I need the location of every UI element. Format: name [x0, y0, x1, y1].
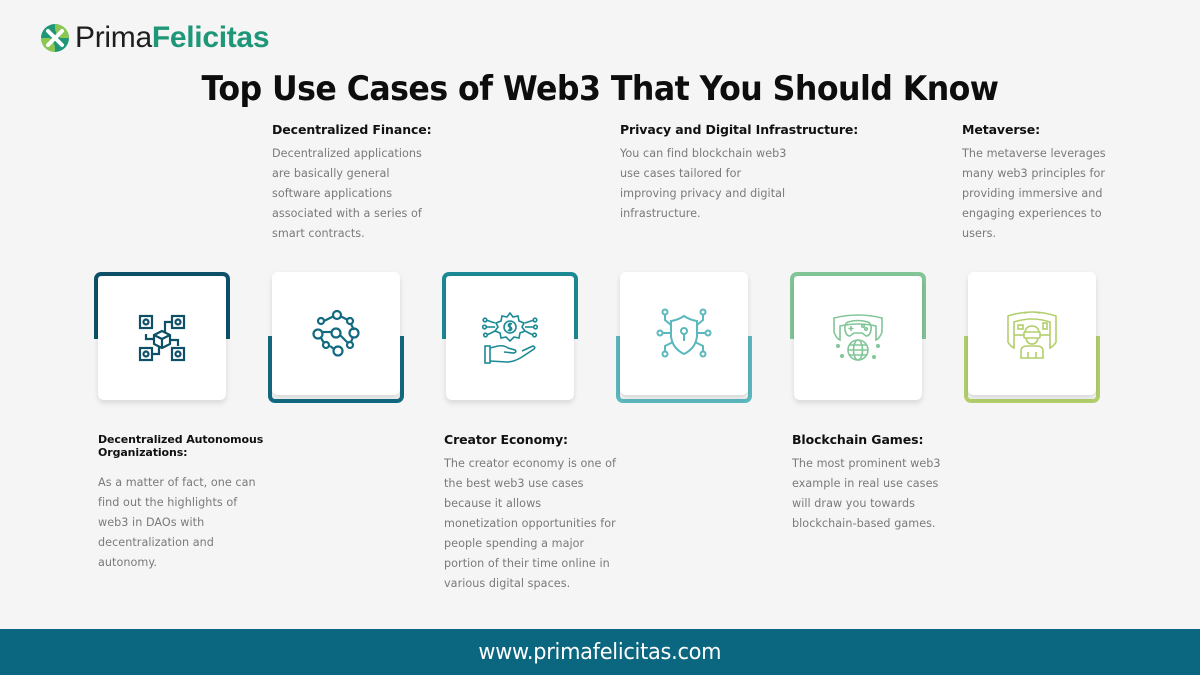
use-case-description: Decentralized applications are basically… [272, 147, 422, 240]
use-case-card-dao [94, 272, 230, 403]
use-case-heading: Blockchain Games: [792, 432, 924, 447]
vr-headset-person-icon [1007, 310, 1057, 359]
card-accent-frame [964, 336, 1100, 403]
use-case-description: The metaverse leverages many web3 princi… [962, 147, 1106, 240]
use-case-card-games [790, 272, 926, 403]
use-case-description: The creator economy is one of the best w… [444, 457, 616, 590]
use-case-heading: Creator Economy: [444, 432, 568, 447]
use-case-heading: Metaverse: [962, 122, 1041, 137]
brand-name-prima: Prima [75, 21, 152, 54]
brand-name: PrimaFelicitas [75, 20, 270, 56]
card-accent-frame [268, 336, 404, 403]
use-case-text-dao: Decentralized Autonomous Organizations: … [98, 433, 278, 573]
use-case-card-defi [268, 272, 404, 403]
use-case-text-defi: Decentralized Finance: Decentralized app… [272, 122, 457, 244]
page-title: Top Use Cases of Web3 That You Should Kn… [201, 69, 1000, 109]
card-accent-frame [94, 272, 230, 339]
gamepad-globe-icon [833, 314, 883, 361]
card-body [446, 276, 574, 400]
dao-network-cube-icon [138, 314, 186, 362]
use-case-card-privacy [616, 272, 752, 403]
use-case-text-privacy: Privacy and Digital Infrastructure: You … [620, 122, 880, 224]
use-case-text-metaverse: Metaverse: The metaverse leverages many … [962, 122, 1132, 244]
node-network-icon [312, 309, 360, 357]
use-case-description: As a matter of fact, one can find out th… [98, 476, 256, 569]
brand-name-felicitas: Felicitas [151, 21, 270, 54]
card-accent-frame [442, 272, 578, 339]
card-body [968, 272, 1096, 395]
card-body [620, 272, 748, 395]
card-body [98, 276, 226, 400]
use-case-description: You can find blockchain web3 use cases t… [620, 147, 787, 220]
hand-gear-dollar-icon [482, 311, 538, 364]
primafelicitas-logo-icon [41, 24, 69, 52]
card-body [272, 272, 400, 395]
use-case-card-creator [442, 272, 578, 403]
card-body [794, 276, 922, 400]
use-case-heading: Decentralized Finance: [272, 122, 432, 137]
shield-lock-circuit-icon [656, 308, 712, 357]
use-case-card-metaverse [964, 272, 1100, 403]
card-accent-frame [790, 272, 926, 339]
use-case-heading: Privacy and Digital Infrastructure: [620, 122, 859, 137]
use-case-description: The most prominent web3 example in real … [792, 457, 941, 530]
website-link[interactable]: www.primafelicitas.com [478, 639, 722, 665]
card-accent-frame [616, 336, 752, 403]
footer-band: www.primafelicitas.com [0, 629, 1200, 675]
use-case-text-creator: Creator Economy: The creator economy is … [444, 432, 624, 594]
use-case-heading: Decentralized Autonomous Organizations: [98, 433, 264, 459]
use-case-text-games: Blockchain Games: The most prominent web… [792, 432, 972, 534]
brand-logo: PrimaFelicitas [40, 20, 270, 56]
